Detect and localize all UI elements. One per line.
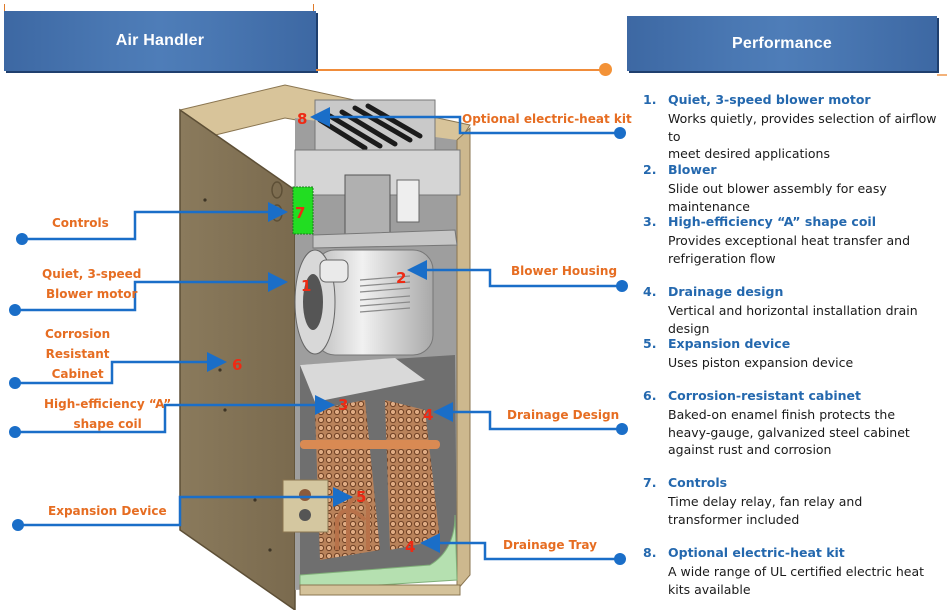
- marker-7: 7: [295, 204, 306, 222]
- callout-blower-housing: Blower Housing: [511, 264, 618, 278]
- performance-header: Performance: [627, 16, 937, 71]
- callout-expansion-device: Expansion Device: [48, 504, 167, 518]
- a-coil-right: [385, 400, 440, 550]
- performance-item-number: 5.: [643, 336, 657, 351]
- callout-blower-motor: Quiet, 3-speed Blower motor: [42, 267, 142, 301]
- connector-dot-controls: [16, 233, 28, 245]
- heat-kit-elements: [314, 99, 436, 156]
- header-divider-dot: [599, 63, 612, 76]
- cabinet-right-edge: [456, 126, 471, 592]
- marker-5: 5: [356, 488, 367, 506]
- marker-2: 2: [396, 269, 407, 287]
- air-handler-header: Air Handler: [4, 11, 316, 71]
- cabinet-base: [299, 584, 461, 596]
- coil-top-plate: [300, 358, 425, 402]
- performance-item-number: 7.: [643, 475, 657, 490]
- performance-item-number: 1.: [643, 92, 657, 107]
- performance-item-title: Optional electric-heat kit: [668, 545, 845, 560]
- header-accent-dash: [937, 74, 947, 76]
- callout-heat-kit: Optional electric-heat kit: [462, 112, 632, 126]
- performance-item-number: 3.: [643, 214, 657, 229]
- performance-item-title: Quiet, 3-speed blower motor: [668, 92, 871, 107]
- callout-cabinet: Corrosion Resistant Cabinet: [45, 327, 111, 381]
- performance-item-number: 8.: [643, 545, 657, 560]
- control-shelf: [312, 229, 458, 249]
- relay-block: [344, 174, 391, 241]
- air-handler-header-title: Air Handler: [115, 32, 205, 49]
- blower-housing: [294, 249, 434, 356]
- connector-dot-blower-housing: [616, 280, 628, 292]
- marker-6: 6: [232, 356, 243, 374]
- connector-dot-expansion: [12, 519, 24, 531]
- performance-item-description: A wide range of UL certified electric he…: [668, 564, 925, 597]
- performance-item-description: Works quietly, provides selection of air…: [668, 111, 937, 161]
- callout-drainage-tray: Drainage Tray: [503, 538, 597, 552]
- terminal-block: [396, 179, 420, 223]
- performance-item-description: Slide out blower assembly for easy maint…: [668, 181, 887, 214]
- callout-drainage-design: Drainage Design: [507, 408, 620, 422]
- marker-4-tray: 4: [405, 538, 416, 556]
- performance-header-title: Performance: [731, 34, 833, 52]
- connector-dot-cabinet: [9, 377, 21, 389]
- performance-item-title: Blower: [668, 162, 717, 177]
- marker-8: 8: [297, 110, 308, 128]
- marker-4-design: 4: [423, 406, 434, 424]
- performance-item-description: Vertical and horizontal installation dra…: [668, 303, 918, 336]
- performance-item-description: Provides exceptional heat transfer and r…: [668, 233, 911, 266]
- air-handler-illustration: [179, 84, 471, 610]
- marker-1: 1: [301, 277, 312, 295]
- controls-board-highlight: [292, 186, 314, 235]
- performance-item-description: Time delay relay, fan relay and transfor…: [668, 494, 863, 527]
- performance-item-description: Baked-on enamel finish protects the heav…: [668, 407, 910, 457]
- performance-item-title: Corrosion-resistant cabinet: [668, 388, 861, 403]
- connector-dot-a-coil: [9, 426, 21, 438]
- callout-controls: Controls: [52, 216, 109, 230]
- marker-3: 3: [338, 396, 349, 414]
- performance-item-title: Controls: [668, 475, 728, 490]
- performance-item-number: 2.: [643, 162, 657, 177]
- connector-dot-drainage-tray: [614, 553, 626, 565]
- performance-item-title: High-efficiency “A” shape coil: [668, 214, 876, 229]
- connector-dot-blower-motor: [9, 304, 21, 316]
- performance-item-number: 6.: [643, 388, 657, 403]
- performance-item-title: Drainage design: [668, 284, 784, 299]
- line-set-plate: [282, 479, 329, 533]
- header-tick: [4, 4, 5, 14]
- performance-item-number: 4.: [643, 284, 657, 299]
- refrigerant-line: [300, 440, 440, 449]
- header-tick: [313, 4, 314, 14]
- header-divider-line: [316, 69, 606, 71]
- performance-item-title: Expansion device: [668, 336, 791, 351]
- performance-item-description: Uses piston expansion device: [668, 355, 854, 370]
- callout-a-coil: High-efficiency “A” shape coil: [44, 397, 172, 431]
